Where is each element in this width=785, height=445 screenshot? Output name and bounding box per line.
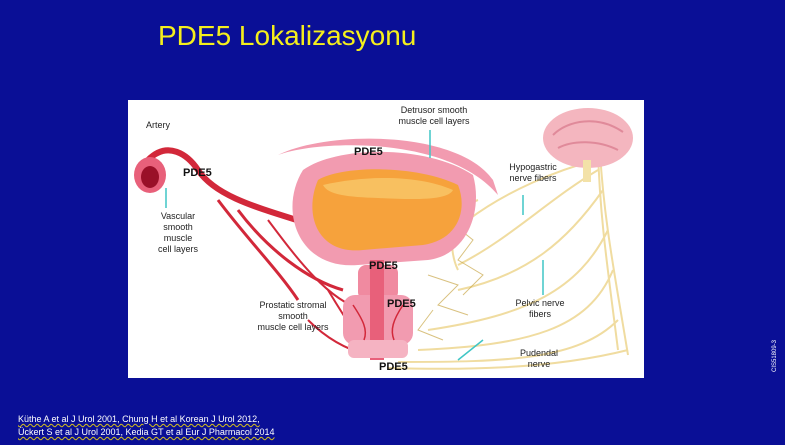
label-hypogastric-nerve: Hypogastric nerve fibers bbox=[509, 162, 557, 183]
label-pudendal-nerve: Pudendal nerve bbox=[519, 348, 559, 369]
slide-code: CIS51809-3 bbox=[772, 339, 778, 372]
label-artery: Artery bbox=[146, 120, 171, 130]
bladder-illustration bbox=[278, 138, 498, 266]
anatomy-diagram: Artery Vascular smooth muscle cell layer… bbox=[128, 100, 644, 378]
reference-line-1: Küthe A et al J Urol 2001, Chung H et al… bbox=[18, 414, 260, 424]
label-prostatic-stromal: Prostatic stromal smooth muscle cell lay… bbox=[257, 300, 329, 332]
leader-lines bbox=[165, 130, 544, 361]
reference-line-2: Ückert S et al J Urol 2001, Kedia GT et … bbox=[18, 427, 275, 437]
pde5-tag-urethra: PDE5 bbox=[379, 361, 408, 373]
pde5-tag-prostate: PDE5 bbox=[387, 298, 416, 310]
prostate-urethra-illustration bbox=[343, 260, 413, 360]
label-pelvic-nerve: Pelvic nerve fibers bbox=[515, 298, 565, 319]
pde5-tag-bladder-neck: PDE5 bbox=[369, 260, 398, 272]
pde5-tag-bladder: PDE5 bbox=[354, 146, 383, 158]
references: Küthe A et al J Urol 2001, Chung H et al… bbox=[18, 413, 274, 439]
slide-title: PDE5 Lokalizasyonu bbox=[158, 20, 417, 51]
label-detrusor: Detrusor smooth muscle cell layers bbox=[398, 105, 470, 126]
brain-illustration bbox=[543, 108, 633, 182]
label-vascular-smooth-muscle: Vascular smooth muscle cell layers bbox=[157, 211, 198, 254]
pde5-tag-vascular: PDE5 bbox=[183, 167, 212, 179]
anatomy-illustration bbox=[134, 108, 633, 370]
